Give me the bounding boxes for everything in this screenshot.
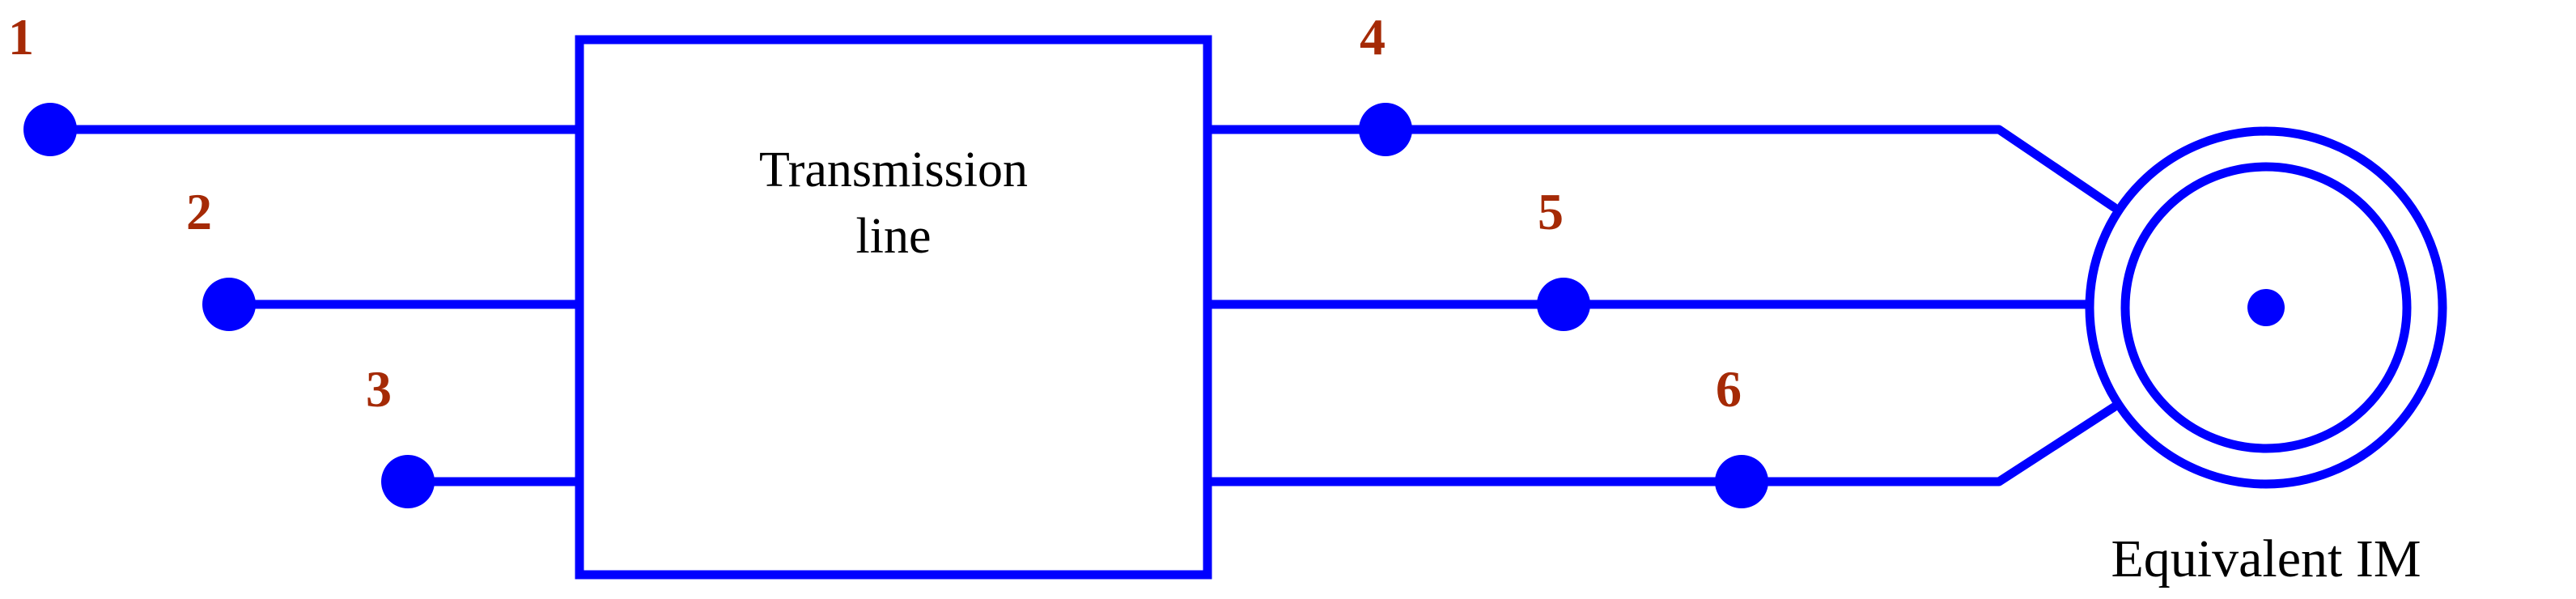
terminal-label-4: 4 — [1360, 8, 1386, 66]
terminal-node-6[interactable] — [1715, 455, 1768, 508]
terminal-node-5[interactable] — [1537, 278, 1590, 331]
terminal-label-5: 5 — [1538, 183, 1564, 240]
machine-inner-circle-icon — [2120, 162, 2412, 453]
machine-label: Equivalent IM — [2111, 529, 2421, 588]
terminal-node-3[interactable] — [381, 455, 435, 508]
terminal-node-2[interactable] — [202, 278, 256, 331]
terminal-node-4[interactable] — [1359, 103, 1412, 156]
machine-outer-circle-icon — [2085, 126, 2447, 489]
terminal-label-1: 1 — [8, 8, 34, 66]
terminal-label-6: 6 — [1716, 360, 1742, 418]
wire-diagonal-top — [1994, 125, 2119, 212]
terminal-label-3: 3 — [366, 360, 392, 418]
transmission-line-block — [575, 35, 1212, 580]
terminal-node-1[interactable] — [23, 103, 77, 156]
terminal-label-2: 2 — [186, 183, 212, 240]
machine-center-dot-icon — [2247, 289, 2285, 326]
transmission-line-label-line2: line — [856, 209, 932, 264]
wire-diagonal-bottom — [1994, 402, 2119, 486]
transmission-line-label-line1: Transmission — [759, 142, 1028, 198]
